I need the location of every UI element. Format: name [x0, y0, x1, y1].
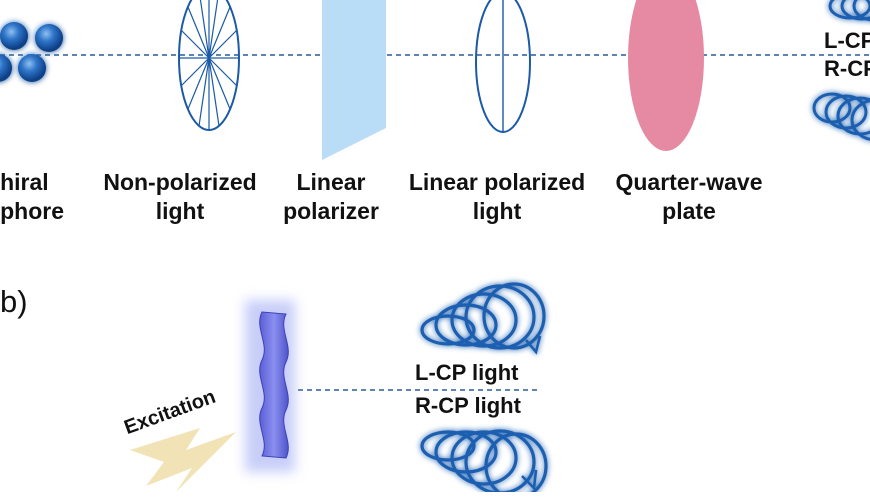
label-line: Non-polarized: [103, 169, 257, 195]
label-line: chiral: [0, 169, 49, 195]
sphere: [0, 54, 12, 82]
sphere: [0, 22, 28, 50]
label-line: polarizer: [283, 198, 379, 224]
l-cp-helix: [420, 282, 546, 355]
emitter-slab: [259, 311, 289, 459]
cp-light-helix-top-a: [828, 0, 870, 22]
sphere: [18, 54, 46, 82]
label-line: Quarter-wave: [615, 169, 763, 195]
label-quarter-wave-plate: Quarter-wave plate: [615, 168, 762, 226]
r-cp-light-label: R-CP light: [415, 393, 521, 418]
label-non-polarized-light: Non-polarized light: [103, 168, 256, 226]
label-chiral-chromophore: chiral nophore: [0, 168, 64, 226]
excitation-label: Excitation: [121, 386, 218, 439]
chiral-chromophore-spheres: [0, 22, 63, 82]
label-line: light: [472, 198, 522, 224]
l-cp-light-label: L-CP light: [415, 360, 519, 385]
panel-b-label: b): [0, 284, 28, 319]
linear-polarizer: [322, 0, 386, 160]
r-cp-helix: [420, 429, 548, 497]
excitation-bolt: [130, 428, 236, 492]
linear-polarized-light-ellipse: [475, 0, 531, 133]
quarter-wave-plate: [628, 0, 704, 151]
label-line: nophore: [0, 198, 64, 224]
label-line: Linear polarized: [408, 169, 586, 195]
cp-light-helix-bottom-a: [812, 92, 870, 141]
l-cp-label-a: L-CP: [824, 28, 870, 53]
label-line: light: [155, 198, 205, 224]
label-line: plate: [662, 198, 716, 224]
label-linear-polarized-light: Linear polarized light: [409, 168, 585, 226]
r-cp-label-a: R-CP: [824, 56, 870, 81]
sphere: [35, 24, 63, 52]
label-line: Linear: [296, 169, 366, 195]
label-linear-polarizer: Linear polarizer: [283, 168, 379, 226]
non-polarized-light-ellipse: [178, 0, 240, 131]
